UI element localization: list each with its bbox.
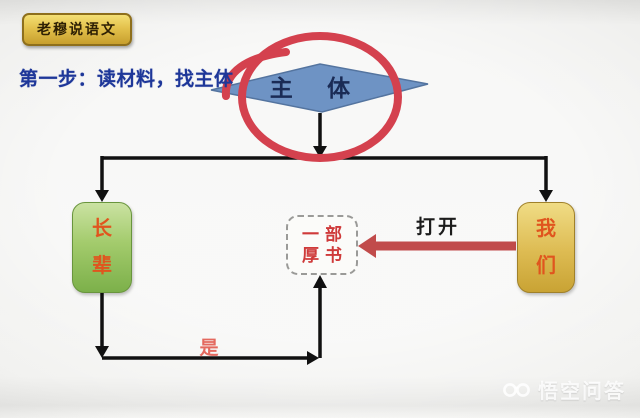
arrowhead-bottom-right xyxy=(307,351,319,365)
open-arrow-label: 打开 xyxy=(415,217,460,238)
arrowhead-down-junction xyxy=(313,146,327,158)
red-circle-ellipse xyxy=(238,32,402,162)
we-box-char: 们 xyxy=(536,254,556,277)
arrowhead-bottom-down xyxy=(95,346,109,358)
step-heading: 第一步：读材料，找主体 xyxy=(19,69,234,90)
brand-badge: 老穆说语文 xyxy=(22,13,132,46)
connector-arrowheads xyxy=(95,146,553,365)
wukong-logo-icon xyxy=(503,382,530,397)
watermark: 悟空问答 xyxy=(502,375,626,404)
thick-book-box: 一部 厚书 xyxy=(286,215,358,275)
elders-box: 长 辈 xyxy=(72,202,132,293)
is-arrow-label: 是 xyxy=(199,338,219,359)
red-circle-annotation-icon xyxy=(221,32,402,162)
open-arrowhead xyxy=(358,234,376,258)
thick-book-line: 一部 xyxy=(302,224,348,244)
thick-book-line: 厚书 xyxy=(302,245,348,265)
elders-box-char: 长 xyxy=(92,218,112,241)
arrowhead-into-book xyxy=(313,275,327,288)
subject-diamond xyxy=(210,63,429,113)
arrowhead-into-elders xyxy=(95,190,109,202)
we-box-char: 我 xyxy=(536,218,556,241)
elders-box-char: 辈 xyxy=(92,254,112,277)
we-box: 我 们 xyxy=(517,202,575,293)
red-circle-pen-start xyxy=(221,48,290,100)
arrowhead-into-we xyxy=(539,190,553,202)
watermark-text: 悟空问答 xyxy=(538,381,626,403)
open-arrow xyxy=(358,234,516,258)
subject-diamond-label: 主 体 xyxy=(270,75,364,101)
